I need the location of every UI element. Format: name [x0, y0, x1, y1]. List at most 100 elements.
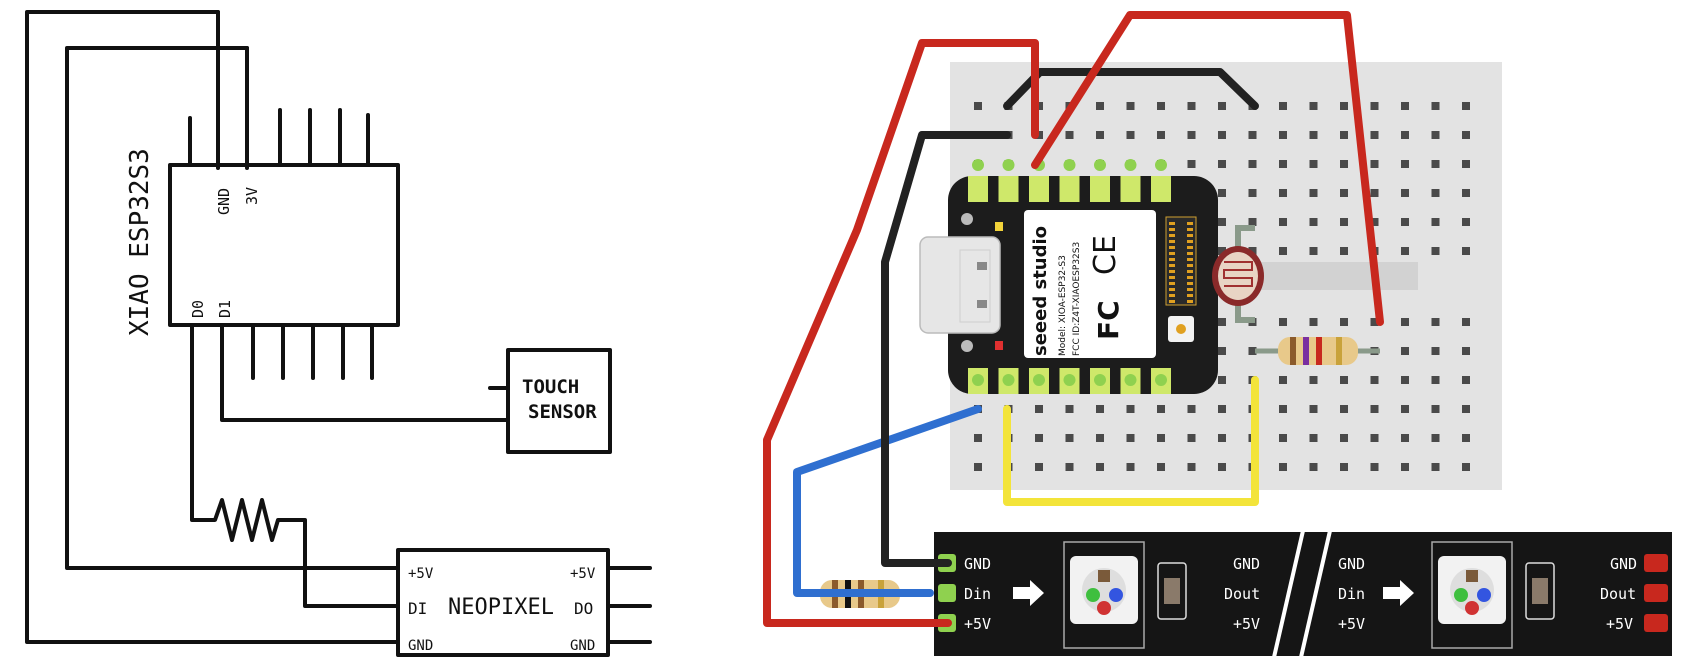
breadboard-hole [1401, 189, 1409, 197]
connector-pin [1169, 264, 1175, 267]
board-connector-pins [1169, 222, 1193, 303]
breadboard-hole [1218, 218, 1226, 226]
board-pin-hole [972, 159, 984, 171]
breadboard-hole [1248, 189, 1257, 197]
connector-pin [1187, 222, 1193, 225]
breadboard-hole [1126, 405, 1135, 413]
breadboard-hole [1401, 131, 1409, 139]
breadboard-hole [1401, 434, 1409, 442]
sketch-wire-d1-touch [220, 323, 510, 422]
breadboard-hole [1309, 463, 1318, 471]
strip2-5v-label: +5V [1338, 615, 1365, 633]
strip2-gnd-label: GND [1338, 555, 1365, 573]
strip1-5v-label: +5V [964, 615, 991, 633]
strip-pad-din [938, 584, 956, 602]
breadboard-hole [1157, 463, 1165, 471]
breadboard-hole [1431, 218, 1440, 226]
breadboard-hole [1096, 102, 1104, 110]
breadboard-hole [1218, 463, 1226, 471]
wire-red-3v [1031, 11, 1384, 326]
board-pin-pad [1059, 176, 1080, 202]
strip2-led-blue [1477, 588, 1491, 602]
fc-mark: FC [1092, 300, 1125, 340]
breadboard-hole [1279, 405, 1287, 413]
connector-pin [1187, 294, 1193, 297]
breadboard-hole [1340, 218, 1348, 226]
strip2-pad-gnd-out [1644, 554, 1668, 572]
breadboard-hole [1401, 247, 1409, 255]
np-gnd-right: GND [570, 638, 595, 654]
breadboard-hole [1248, 247, 1257, 255]
breadboard-hole [1065, 463, 1074, 471]
breadboard-hole [1340, 131, 1348, 139]
strip-segment-1: GND Din +5V GND Dout +5V [938, 541, 1260, 649]
breadboard-hole [1431, 405, 1440, 413]
breadboard-hole [1218, 405, 1226, 413]
board-pin-hole [1124, 159, 1137, 171]
breadboard-hole [1401, 102, 1409, 110]
connector-pin [1187, 252, 1193, 255]
strip1-dout-label: Dout [1224, 585, 1260, 603]
breadboard-hole [1370, 102, 1379, 110]
breadboard-hole [1431, 463, 1440, 471]
breadboard-hole [1279, 189, 1287, 197]
breadboard-hole [1431, 247, 1440, 255]
breadboard-hole [1248, 218, 1257, 226]
strip-cut-mark [1270, 521, 1334, 667]
connector-pin [1187, 264, 1193, 267]
board-pin-hole [1094, 159, 1106, 171]
breadboard-hole [1309, 247, 1318, 255]
breadboard-hole [1340, 405, 1348, 413]
breadboard-hole [1431, 376, 1440, 384]
breadboard-hole [1309, 318, 1318, 326]
connector-pin [1169, 222, 1175, 225]
breadboard-hole [1309, 160, 1318, 168]
breadboard-resistor [1255, 337, 1380, 365]
strip2-gnd-out-label: GND [1610, 555, 1637, 573]
touch-sensor-label-line1: TOUCH [522, 376, 579, 398]
breadboard-hole [1462, 434, 1470, 442]
board-fcc-label: FCC ID:Z4T-XIAOESP32S3 [1072, 242, 1082, 356]
board-pin-hole [1155, 374, 1167, 386]
breadboard-hole [1309, 434, 1318, 442]
strip2-dout-label: Dout [1600, 585, 1636, 603]
breadboard-hole [1187, 463, 1196, 471]
breadboard-hole [1187, 160, 1196, 168]
breadboard-hole [1126, 102, 1135, 110]
np-plus5v-right: +5V [570, 566, 596, 582]
board-pin-pads [968, 159, 1171, 394]
breadboard-hole [1462, 347, 1470, 355]
strip1-din-label: Din [964, 585, 991, 603]
breadboard-hole [1462, 131, 1470, 139]
breadboard-hole [1340, 318, 1348, 326]
strip2-led-housing [1431, 541, 1513, 649]
touch-sensor-component [1212, 225, 1264, 323]
breadboard-hole [1248, 347, 1257, 355]
np-do-label: DO [574, 599, 593, 618]
breadboard-hole [1126, 131, 1135, 139]
breadboard-hole [1279, 102, 1287, 110]
sketch-board-label: XIAO ESP32S3 [125, 148, 155, 336]
breadboard-hole [1187, 434, 1196, 442]
breadboard-hole [1431, 160, 1440, 168]
touch-sensor-label-line2: SENSOR [528, 401, 597, 423]
board-pin-hole [1033, 374, 1045, 386]
connector-pin [1187, 270, 1193, 273]
breadboard-hole [1370, 160, 1379, 168]
board-pin-pad [968, 176, 988, 202]
breadboard-hole [1218, 189, 1226, 197]
breadboard-hole [1370, 376, 1379, 384]
connector-pin [1187, 228, 1193, 231]
connector-pin [1169, 252, 1175, 255]
ce-mark: CE [1088, 235, 1123, 275]
connector-pin [1169, 228, 1175, 231]
sketch-pin-3v-label: 3V [243, 187, 261, 205]
board-shield [1024, 210, 1156, 358]
strip1-led-red [1097, 601, 1111, 615]
board-pin-hole [1094, 374, 1106, 386]
board-pin-pad [1090, 176, 1110, 202]
breadboard-hole [1218, 102, 1226, 110]
breadboard-hole [1157, 434, 1165, 442]
strip2-led-red [1465, 601, 1479, 615]
